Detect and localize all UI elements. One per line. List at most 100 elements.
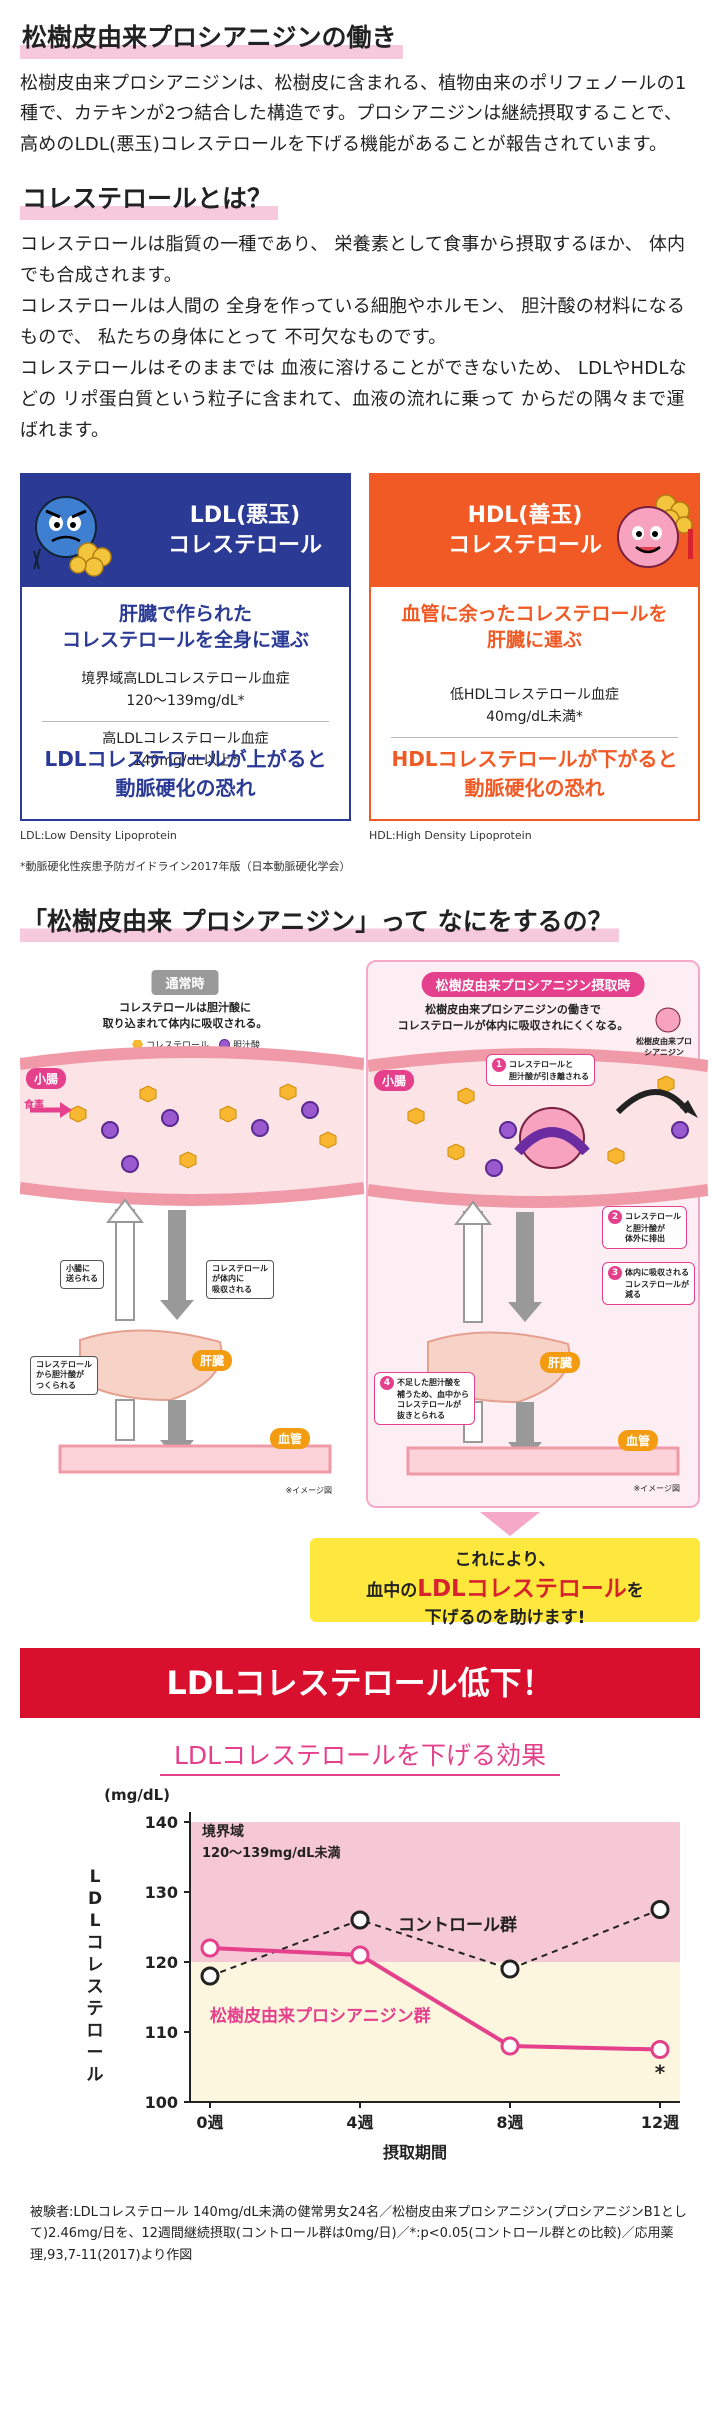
band-label-2: 120～139mg/dL未満 — [202, 1845, 340, 1861]
legend-cholesterol-label: コレステロール — [146, 1041, 210, 1052]
y-axis-label-char: ル — [87, 2065, 104, 2085]
ldl-conclusion: LDLコレステロールが上がると 動脈硬化の恐れ — [22, 745, 349, 803]
ldl-title-line1: LDL(悪玉) — [189, 502, 301, 528]
result-arrow — [0, 1508, 720, 1538]
step3-l2: コレステロールが — [625, 1280, 689, 1290]
y-tick-label: 140 — [145, 1813, 178, 1832]
series-point — [350, 1945, 370, 1965]
y-axis-label-char: L — [90, 1911, 101, 1931]
procyanidin-mascot-label: 松樹皮由来プロシアニジン — [636, 1037, 692, 1058]
anno1-l2: 送られる — [66, 1274, 98, 1284]
series-line — [209, 1946, 661, 2052]
y-axis-label-char: ス — [87, 1977, 104, 1997]
procyanidin-text-2: コレステロールが体内に吸収されにくくなる。 — [397, 1018, 629, 1032]
y-axis-label-char: ロ — [87, 2021, 104, 2041]
ldl-criterion-high: 高LDLコレステロール血症 140mg/dL以上* — [42, 728, 329, 781]
abbreviations: LDL:Low Density Lipoprotein HDL:High Den… — [20, 829, 700, 842]
mechanism-title: 「松樹皮由来 プロシアニジン」って なにをするの？ — [20, 905, 619, 943]
procyanidin-vessel-tag: 血管 — [618, 1430, 659, 1452]
legend-bile-label: 胆汁酸 — [233, 1041, 261, 1052]
hdl-lead-line1: 血管に余ったコレステロールを — [401, 602, 668, 625]
anno2-l3: 吸収される — [212, 1284, 252, 1294]
cholesterol-p1: コレステロールは脂質の一種であり、 栄養素として食事から摂取するほか、 体内でも… — [20, 233, 686, 286]
ldl-crit1-value: 120～139mg/dL* — [126, 693, 245, 710]
cholesterol-body: コレステロールは脂質の一種であり、 栄養素として食事から摂取するほか、 体内でも… — [20, 230, 700, 447]
result-line2: 血中のLDLコレステロールを — [310, 1573, 700, 1606]
band-label-1: 境界域 — [202, 1823, 244, 1840]
hdl-conc-line2: 動脈硬化の恐れ — [464, 775, 605, 800]
result-line1: これにより、 — [454, 1550, 556, 1571]
series-point — [200, 1966, 220, 1986]
result-highlight: LDLコレステロール — [417, 1575, 627, 1602]
y-unit: (mg/dL) — [104, 1786, 170, 1804]
ldl-conc-line1: LDLコレステロールが上がると — [44, 746, 327, 771]
ldl-card-header: LDL(悪玉) コレステロール — [22, 474, 349, 587]
normal-text-1: コレステロールは胆汁酸に — [119, 1001, 251, 1015]
hdl-title-line2: コレステロール — [447, 532, 602, 558]
anno2-l2: が体内に — [212, 1274, 244, 1284]
step3-l1: 体内に吸収される — [625, 1268, 689, 1278]
study-caption: 被験者:LDLコレステロール 140mg/dL未満の健常男女24名／松樹皮由来プ… — [30, 2205, 687, 2263]
procyanidin-text: 松樹皮由来プロシアニジンの働きで コレステロールが体内に吸収されにくくなる。 — [328, 1002, 698, 1034]
ldl-crit1-name: 境界域高LDLコレステロール血症 — [81, 670, 290, 687]
hdl-title-line1: HDL(善玉) — [467, 502, 583, 528]
series-point — [200, 1938, 220, 1958]
procyanidin-pill: 松樹皮由来プロシアニジン摂取時 — [421, 972, 645, 998]
hdl-mascot-icon — [617, 493, 693, 568]
legend-cholesterol: コレステロール — [132, 1038, 209, 1051]
series-point — [350, 1910, 370, 1930]
series-point — [650, 1900, 670, 1920]
result-line2-pre: 血中の — [366, 1580, 418, 1601]
normal-note: ※イメージ図 — [285, 1486, 332, 1496]
step2-l2: と胆汁酸が — [625, 1224, 665, 1234]
step2-l1: コレステロール — [625, 1212, 681, 1222]
anno3-l2: から胆汁酸が — [36, 1370, 84, 1380]
series-point — [500, 1959, 520, 1979]
intro-title: 松樹皮由来プロシアニジンの働き — [20, 22, 403, 59]
mechanism-section: 「松樹皮由来 プロシアニジン」って なにをするの？ 通常時 コレステロールは胆汁… — [0, 905, 720, 1509]
ldl-title: LDL(悪玉) コレステロール — [155, 501, 335, 560]
lipoprotein-cards: LDL(悪玉) コレステロール 肝臓で作られた コレステロールを全身に運ぶ 境界… — [20, 472, 700, 821]
y-axis-label-char: D — [88, 1889, 102, 1909]
anno3-l1: コレステロール — [36, 1360, 92, 1370]
ldl-criterion-borderline: 境界域高LDLコレステロール血症 120～139mg/dL* — [42, 668, 329, 722]
hdl-crit1-value: 40mg/dL未満* — [486, 709, 583, 726]
procyanidin-panel: 松樹皮由来プロシアニジン摂取時 松樹皮由来プロシアニジンの働きで コレステロール… — [366, 960, 708, 1509]
normal-panel: 通常時 コレステロールは胆汁酸に 取り込まれて体内に吸収される。 コレステロール… — [20, 960, 364, 1508]
step4-l4: 抜きとられる — [397, 1410, 445, 1420]
y-tick-label: 130 — [145, 1883, 178, 1902]
ldl-title-line2: コレステロール — [167, 532, 322, 558]
anno2-l1: コレステロール — [212, 1264, 268, 1274]
step1-l1: コレステロールと — [509, 1060, 573, 1070]
x-tick-label: 4週 — [346, 2113, 373, 2132]
hdl-lead: 血管に余ったコレステロールを 肝臓に運ぶ — [371, 601, 698, 654]
ldl-lead: 肝臓で作られた コレステロールを全身に運ぶ — [22, 601, 349, 654]
mechanism-diagrams: 通常時 コレステロールは胆汁酸に 取り込まれて体内に吸収される。 コレステロール… — [20, 960, 708, 1509]
intro-body: 松樹皮由来プロシアニジンは、松樹皮に含まれる、植物由来のポリフェノールの1種で、… — [20, 72, 687, 156]
y-tick-label: 100 — [145, 2093, 178, 2112]
cholesterol-title: コレステロールとは？ — [20, 183, 279, 220]
y-axis-label-char: コ — [87, 1933, 104, 1953]
x-tick-label: 8週 — [496, 2113, 523, 2132]
ldl-lower-banner: LDLコレステロール低下！ — [20, 1648, 700, 1719]
ldl-conc-line2: 動脈硬化の恐れ — [115, 775, 256, 800]
down-arrow-icon — [480, 1512, 540, 1537]
procyanidin-text-1: 松樹皮由来プロシアニジンの働きで — [425, 1003, 601, 1017]
normal-text: コレステロールは胆汁酸に 取り込まれて体内に吸収される。 — [20, 1000, 350, 1032]
ldl-lead-line2: コレステロールを全身に運ぶ — [61, 629, 309, 652]
step3-number: 3 — [608, 1266, 622, 1281]
series-point — [500, 2036, 520, 2056]
procyanidin-intestine-tag: 小腸 — [374, 1070, 415, 1092]
normal-band — [190, 1962, 680, 2103]
result-box: これにより、 血中のLDLコレステロールを 下げるのを助けます! — [310, 1538, 700, 1628]
step1-l2: 胆汁酸が引き離される — [509, 1072, 589, 1082]
x-axis-label: 摂取期間 — [383, 2143, 447, 2162]
ldl-card: LDL(悪玉) コレステロール 肝臓で作られた コレステロールを全身に運ぶ 境界… — [20, 472, 351, 821]
procyanidin-note: ※イメージ図 — [633, 1484, 680, 1494]
series-label-procyanidin: 松樹皮由来プロシアニジン群 — [210, 2006, 431, 2027]
